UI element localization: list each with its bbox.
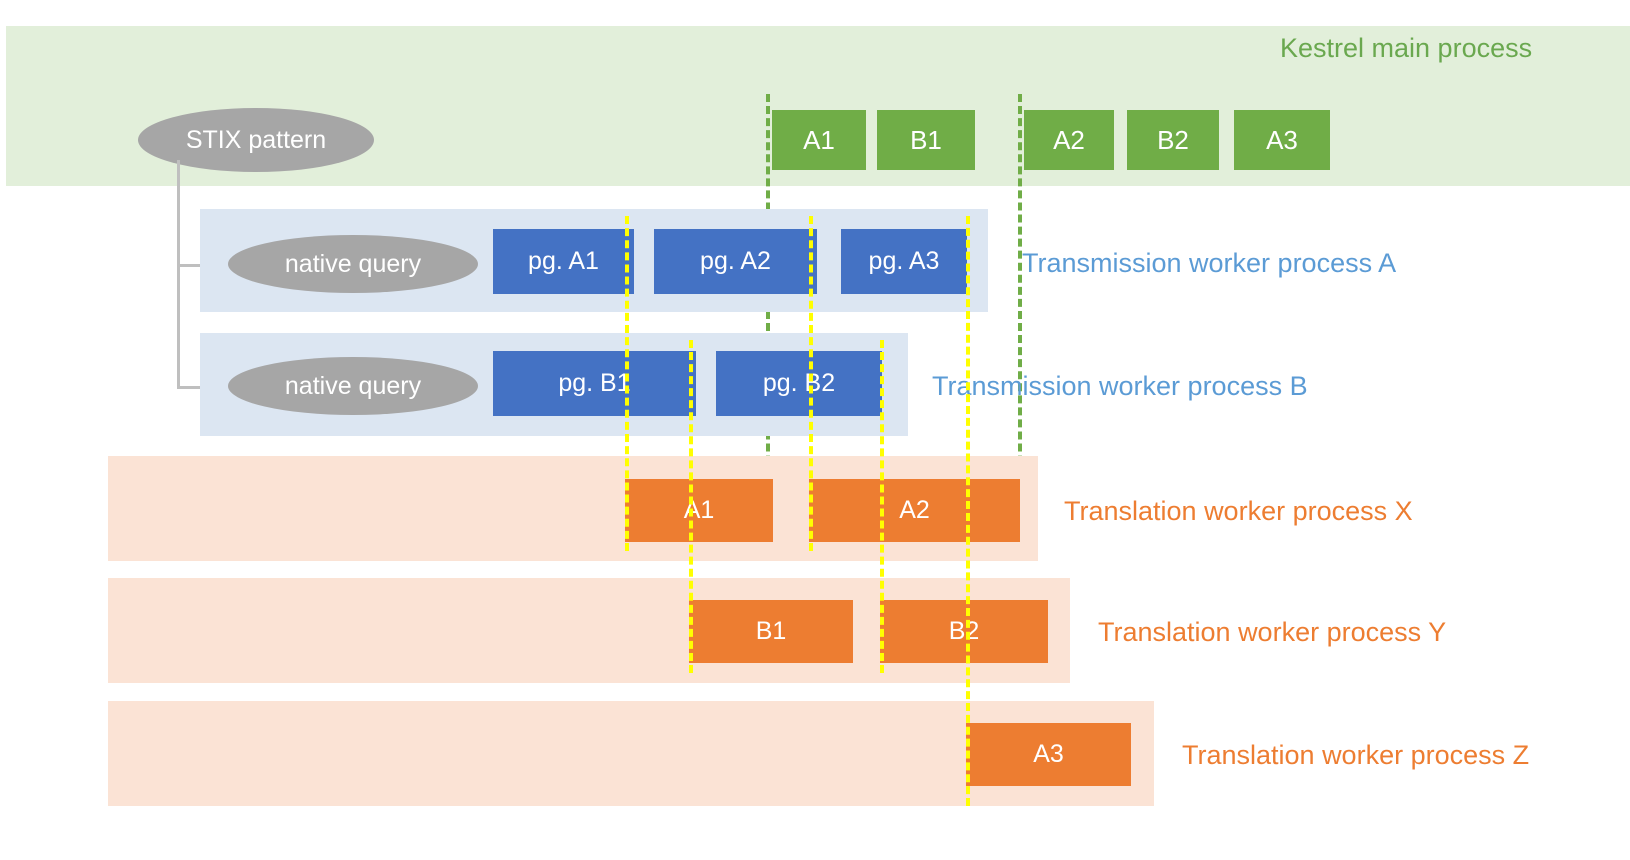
task-transmission-a-pg-a2: pg. A2 xyxy=(654,229,817,294)
lane-label-kestrel: Kestrel main process xyxy=(1280,33,1533,63)
sync-line-green-1 xyxy=(766,94,770,560)
task-translation-z-a3: A3 xyxy=(966,723,1131,786)
lane-label-transmission-b: Transmission worker process B xyxy=(932,371,1308,401)
task-kestrel-b2: B2 xyxy=(1127,110,1219,170)
task-kestrel-a3: A3 xyxy=(1234,110,1330,170)
ellipse-stix-pattern: STIX pattern xyxy=(138,108,374,172)
sync-line-green-2 xyxy=(1018,94,1022,560)
task-transmission-b-pg-b1: pg. B1 xyxy=(493,351,696,416)
lane-label-translation-z: Translation worker process Z xyxy=(1182,740,1530,770)
lane-label-translation-x: Translation worker process X xyxy=(1064,496,1413,526)
task-transmission-a-pg-a3: pg. A3 xyxy=(841,229,967,294)
task-kestrel-a1: A1 xyxy=(772,110,866,170)
task-translation-x-a2: A2 xyxy=(809,479,1020,542)
task-kestrel-a2: A2 xyxy=(1024,110,1114,170)
task-translation-x-a1: A1 xyxy=(625,479,773,542)
sync-line-yellow-5 xyxy=(966,216,970,806)
task-kestrel-b1: B1 xyxy=(877,110,975,170)
lane-label-transmission-a: Transmission worker process A xyxy=(1022,248,1397,278)
lane-label-translation-y: Translation worker process Y xyxy=(1098,617,1447,647)
sync-line-yellow-1 xyxy=(625,216,629,551)
task-transmission-a-pg-a1: pg. A1 xyxy=(493,229,634,294)
sync-line-yellow-4 xyxy=(880,340,884,673)
task-translation-y-b2: B2 xyxy=(880,600,1048,663)
ellipse-native-query-b: native query xyxy=(228,357,478,415)
ellipse-native-query-a: native query xyxy=(228,235,478,293)
task-translation-y-b1: B1 xyxy=(689,600,853,663)
sync-line-yellow-3 xyxy=(809,216,813,551)
connector-stix-trunk xyxy=(177,160,180,388)
task-transmission-b-pg-b2: pg. B2 xyxy=(716,351,882,416)
sync-line-yellow-2 xyxy=(689,340,693,673)
